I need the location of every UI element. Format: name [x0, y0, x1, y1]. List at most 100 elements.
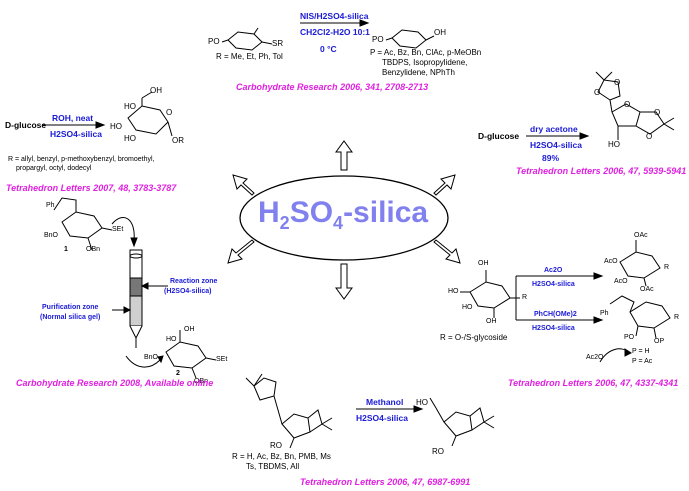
center-ellipse [239, 175, 449, 261]
right2-lbl-ho2: HO [462, 304, 473, 311]
arrow-down-right [433, 239, 461, 264]
column-set-1: SEt [112, 226, 124, 233]
right2-p-ac: P = Ac [632, 358, 653, 365]
right-lbl-o5: O [646, 132, 653, 141]
right2-lbl-r: R [522, 294, 528, 301]
right2-lbl-oh1: OH [478, 260, 489, 267]
right2-oac-2: OAc [640, 286, 654, 293]
arrow-down-left [227, 239, 255, 264]
right2-ref-journal: Tetrahedron Letters [508, 378, 593, 388]
top-reactant-sr: SR [272, 39, 284, 48]
bottom-ref-vol: 47 [412, 477, 423, 487]
right-ref-journal: Tetrahedron Letters [516, 166, 601, 176]
right2-ac2o: Ac2O [586, 354, 604, 361]
column-ref-journal: Carbohydrate Research [16, 378, 118, 388]
top-p-groups-1: P = Ac, Bz, Bn, ClAc, p-MeOBn [370, 48, 482, 57]
bottom-sm-ring [281, 413, 311, 439]
column-sm1-ring [61, 211, 103, 239]
right-lbl-o2: O [614, 78, 621, 87]
right2-oac-1: OAc [634, 232, 648, 239]
column-num-2: 2 [176, 370, 180, 377]
hollow-arrows [227, 140, 461, 300]
left-ref-journal: Tetrahedron Letters [6, 183, 91, 193]
center-title-sub2: 2 [279, 213, 290, 233]
column-bno-1: BnO [44, 232, 59, 239]
top-ref-vol: 341 [365, 82, 381, 92]
column-ref-rest: 2008, Available online [120, 378, 214, 388]
bottom-catalyst: H2SO4-silica [356, 413, 408, 423]
right-lbl-ho: HO [608, 140, 620, 149]
right2-reference: Tetrahedron Letters 2006, 47, 4337-4341 [508, 378, 678, 388]
purification-zone-label-2: (Normal silica gel) [40, 314, 101, 321]
left-ref-year: 2007, [93, 183, 116, 193]
right-start-material: D-glucose [478, 131, 520, 141]
right2-catalyst-2: H2SO4-silica [532, 325, 575, 332]
right-ref-pages: , 5939-5941 [638, 166, 687, 176]
right-product-furanose [611, 103, 641, 127]
top-ref-journal: Carbohydrate Research [236, 82, 338, 92]
right2-p-h: P = H [632, 348, 650, 355]
top-product-ring [391, 29, 427, 49]
bottom-lbl-ro2: RO [432, 447, 444, 456]
arrow-up-left [232, 174, 255, 196]
right-lbl-o4: O [654, 108, 661, 117]
top-product-oh: OH [434, 28, 446, 37]
column-obn-1: OBn [86, 246, 101, 253]
left-lbl-or: OR [172, 136, 184, 145]
left-lbl-ho2: HO [110, 122, 122, 131]
column-ho: HO [166, 336, 177, 343]
reaction-zone-label-1: Reaction zone [170, 278, 218, 285]
column-out-arrow [125, 355, 161, 368]
bottom-product-ring [443, 411, 473, 437]
left-condition-2: H2SO4-silica [50, 129, 102, 139]
top-ref-year: 2006, [340, 82, 363, 92]
left-r-line-1: R = allyl, benzyl, p-methoxybenzyl, brom… [8, 156, 155, 163]
right-condition-1: dry acetone [530, 124, 578, 134]
bottom-ref-pages: , 6987-6991 [422, 477, 471, 487]
right2-po: PO [624, 334, 635, 341]
right2-aco-1: AcO [604, 258, 618, 265]
center-title: H2SO4-silica [258, 196, 428, 234]
right-ref-year: 2006, [603, 166, 626, 176]
top-ref-pages: , 2708-2713 [380, 82, 429, 92]
left-lbl-ho3: HO [124, 134, 136, 143]
right2-prod2-ring [629, 301, 671, 329]
arrow-down [335, 263, 353, 300]
right2-lbl-oh2: OH [486, 318, 497, 325]
bottom-r-line-1: R = H, Ac, Bz, Bn, PMB, Ms [232, 452, 331, 461]
center-title-silica: -silica [343, 196, 429, 229]
center-title-so: SO [289, 196, 334, 229]
column-ph: Ph [46, 202, 55, 209]
arrow-up [335, 140, 353, 171]
right2-aco-2: AcO [614, 278, 628, 285]
top-reactant-ring [227, 31, 263, 51]
column-transfer-arrow [111, 217, 135, 241]
right-ref-vol: 47 [628, 166, 639, 176]
bottom-r-line-2: Ts, TBDMS, All [246, 462, 300, 471]
right2-acyl-arrow [599, 348, 629, 363]
reaction-zone-label-2: (H2SO4-silica) [164, 288, 212, 295]
bottom-reference: Tetrahedron Letters 2006, 47, 6987-6991 [300, 477, 470, 487]
column-num-1: 1 [64, 246, 68, 253]
right2-op: OP [654, 338, 665, 345]
right-lbl-o3: O [624, 100, 631, 109]
column-oh: OH [184, 326, 195, 333]
left-ref-pages: , 3783-3787 [128, 183, 177, 193]
right2-reagent-1: Ac2O [544, 267, 563, 274]
center-title-sub4: 4 [333, 213, 344, 233]
column-sm2-ring [165, 341, 207, 369]
right2-ph: Ph [600, 310, 609, 317]
right2-lbl-ho1: HO [448, 288, 459, 295]
right2-catalyst-1: H2SO4-silica [532, 281, 575, 288]
left-lbl-ho1: HO [124, 102, 136, 111]
right-reference: Tetrahedron Letters 2006, 47, 5939-5941 [516, 166, 686, 176]
top-p-groups-2: TBDPS, Isopropylidene, [382, 58, 468, 67]
bottom-ref-year: 2006, [387, 477, 410, 487]
right2-r-1: R [664, 264, 670, 271]
bottom-lbl-ro1: RO [270, 441, 282, 450]
right2-ref-year: 2006, [595, 378, 618, 388]
right2-ref-vol: 47 [620, 378, 631, 388]
column-obn-2: OBn [194, 378, 209, 385]
purification-zone-label-1: Purification zone [42, 304, 99, 311]
